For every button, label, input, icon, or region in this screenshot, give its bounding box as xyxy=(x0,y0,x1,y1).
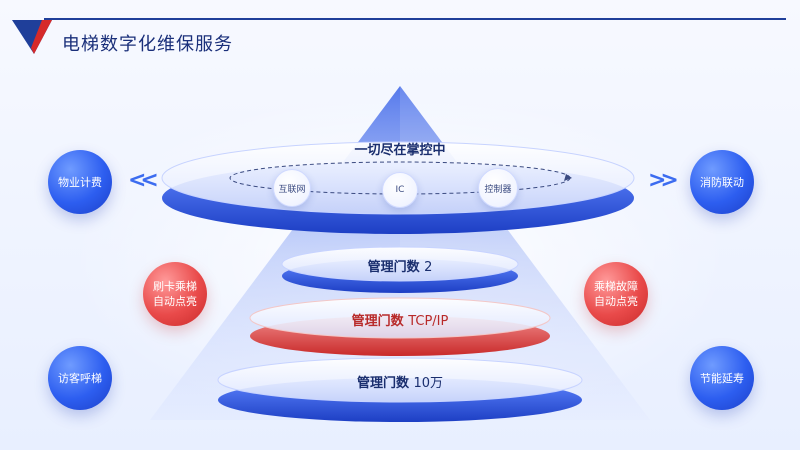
header-rule xyxy=(44,18,786,20)
bubble-card-elevator: 刷卡乘梯 自动点亮 xyxy=(143,262,207,326)
bubble-fault-alert: 乘梯故障 自动点亮 xyxy=(584,262,648,326)
bubble-energy-saving: 节能延寿 xyxy=(690,346,754,410)
top-disc-title: 一切尽在掌控中 xyxy=(354,143,446,158)
brand-logo-icon xyxy=(12,20,52,54)
bubble-fire-linkage: 消防联动 xyxy=(690,150,754,214)
node-ic: IC xyxy=(382,172,418,208)
node-internet: 互联网 xyxy=(273,169,311,207)
node-controller: 控制器 xyxy=(478,168,518,208)
double-chevron-left-icon: << xyxy=(128,168,159,193)
disc-label-doors-2: 管理门数 2 xyxy=(367,260,433,275)
double-chevron-right-icon: >> xyxy=(648,168,679,193)
bubble-visitor-call: 访客呼梯 xyxy=(48,346,112,410)
disc-label-doors-tcpip: 管理门数 TCP/IP xyxy=(351,314,449,329)
bubble-property-billing: 物业计费 xyxy=(48,150,112,214)
page-title: 电梯数字化维保服务 xyxy=(62,34,233,55)
disc-label-doors-100k: 管理门数 10万 xyxy=(356,376,444,391)
